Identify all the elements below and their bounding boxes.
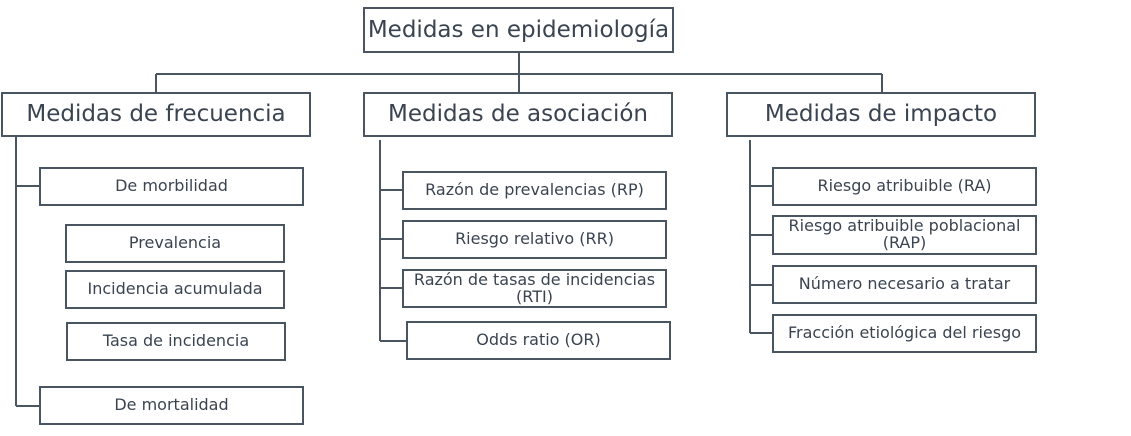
- asociacion-header: Medidas de asociación: [363, 92, 673, 137]
- impacto-item: Riesgo atribuible (RA): [772, 167, 1037, 206]
- asociacion-item: Razón de prevalencias (RP): [402, 171, 667, 210]
- root-node: Medidas en epidemiología: [363, 7, 674, 53]
- asociacion-item: Razón de tasas de incidencias (RTI): [402, 269, 667, 308]
- impacto-item: Número necesario a tratar: [772, 265, 1037, 304]
- incidencia-acumulada-box: Incidencia acumulada: [65, 270, 285, 309]
- prevalencia-box: Prevalencia: [65, 224, 285, 263]
- morbilidad-box: De morbilidad: [39, 167, 304, 206]
- impacto-header: Medidas de impacto: [726, 92, 1036, 137]
- asociacion-item: Odds ratio (OR): [406, 321, 671, 360]
- tasa-incidencia-box: Tasa de incidencia: [66, 322, 286, 361]
- mortalidad-box: De mortalidad: [39, 386, 304, 425]
- asociacion-item: Riesgo relativo (RR): [402, 220, 667, 259]
- impacto-item: Fracción etiológica del riesgo: [772, 314, 1037, 353]
- impacto-item: Riesgo atribuible poblacional (RAP): [772, 215, 1037, 255]
- frecuencia-header: Medidas de frecuencia: [1, 92, 311, 137]
